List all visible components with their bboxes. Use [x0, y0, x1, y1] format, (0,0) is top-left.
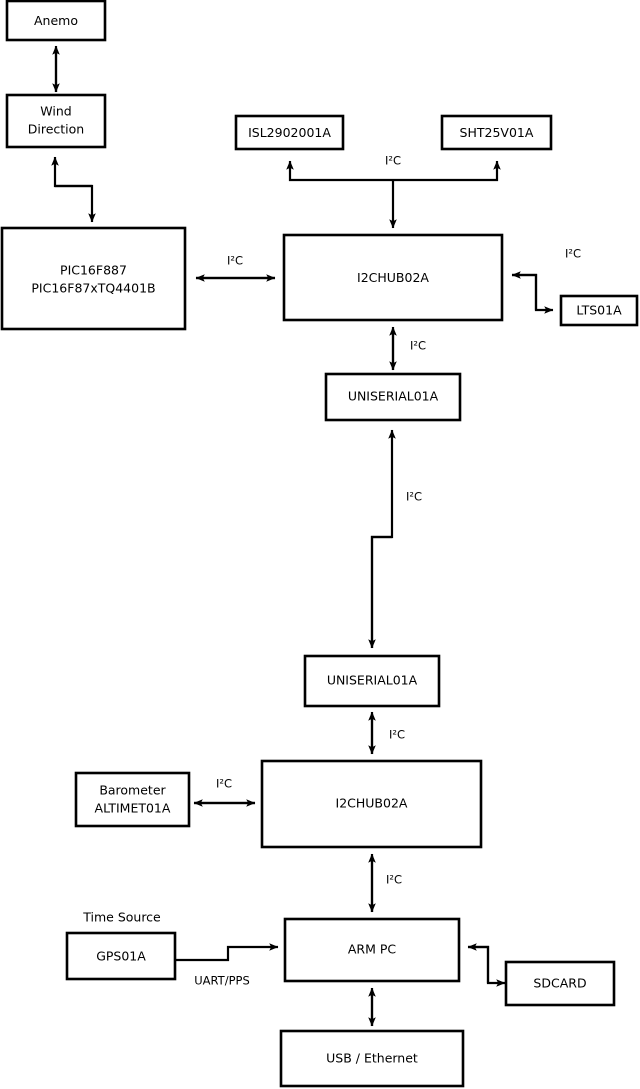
edge-label-i2c-arm: I²C — [386, 873, 402, 887]
node-anemo-box[interactable] — [5, 0, 107, 42]
node-lts01a-box[interactable] — [559, 294, 639, 327]
node-arm-pc-box[interactable] — [283, 917, 461, 983]
node-sdcard[interactable]: SDCARD — [504, 960, 616, 1007]
node-gps01a-label: GPS01A — [96, 949, 146, 964]
node-pic-mcu-box[interactable] — [0, 226, 187, 331]
node-sht25v01a-label: SHT25V01A — [460, 125, 534, 140]
node-isl2902001a-box[interactable] — [234, 114, 345, 151]
edge-label-i2c-uni-hub: I²C — [389, 728, 405, 742]
edge-label-i2c-lts: I²C — [565, 247, 581, 261]
node-uniserial01a-bottom[interactable]: UNISERIAL01A — [303, 654, 441, 708]
node-barometer-label-line2: ALTIMET01A — [95, 801, 171, 816]
node-wind-direction[interactable]: Wind Direction — [5, 93, 107, 149]
edge-label-i2c-sensors: I²C — [385, 154, 401, 168]
node-sht25v01a-box[interactable] — [440, 114, 553, 151]
node-i2chub02a-top[interactable]: I2CHUB02A — [282, 233, 504, 322]
node-i2chub02a-bottom-box[interactable] — [260, 759, 483, 849]
edge-label-i2c-baro: I²C — [216, 777, 232, 791]
edge-label-i2c-hub-uni: I²C — [410, 339, 426, 353]
node-wind-direction-box[interactable] — [5, 93, 107, 149]
node-arm-pc[interactable]: ARM PC — [283, 917, 461, 983]
node-uniserial01a-bottom-label: UNISERIAL01A — [327, 673, 418, 688]
node-pic-mcu-label-line2: PIC16F87xTQ4401B — [31, 281, 155, 296]
edge-label-i2c-link: I²C — [406, 490, 422, 504]
node-uniserial01a-top[interactable]: UNISERIAL01A — [324, 372, 462, 422]
node-barometer-label-line1: Barometer — [99, 783, 166, 798]
node-uniserial01a-bottom-box[interactable] — [303, 654, 441, 708]
node-i2chub02a-top-box[interactable] — [282, 233, 504, 322]
node-lts01a-label: LTS01A — [576, 303, 622, 318]
node-i2chub02a-bottom-label: I2CHUB02A — [336, 796, 408, 811]
node-usb-ethernet[interactable]: USB / Ethernet — [279, 1029, 465, 1088]
node-i2chub02a-top-label: I2CHUB02A — [357, 270, 429, 285]
node-barometer-altimet01a[interactable]: Barometer ALTIMET01A — [74, 771, 191, 828]
node-sdcard-box[interactable] — [504, 960, 616, 1007]
edge-label-uart-pps: UART/PPS — [194, 974, 250, 988]
label-time-source: Time Source — [82, 910, 161, 925]
node-pic-mcu[interactable]: PIC16F887 PIC16F87xTQ4401B — [0, 226, 187, 331]
node-barometer-altimet01a-box[interactable] — [74, 771, 191, 828]
node-usb-ethernet-label: USB / Ethernet — [326, 1051, 418, 1066]
node-isl2902001a-label: ISL2902001A — [248, 125, 331, 140]
node-uniserial01a-top-label: UNISERIAL01A — [348, 389, 439, 404]
node-isl2902001a[interactable]: ISL2902001A — [234, 114, 345, 151]
node-wind-direction-label-line2: Direction — [28, 122, 84, 137]
node-arm-pc-label: ARM PC — [348, 942, 397, 957]
connector-uni-top-uni-bot — [368, 429, 396, 649]
connector-pic-wind — [51, 156, 96, 223]
node-lts01a[interactable]: LTS01A — [559, 294, 639, 327]
node-anemo[interactable]: Anemo — [5, 0, 107, 42]
connector-gps-armpc — [175, 943, 279, 962]
connector-sensors-hub-top — [286, 160, 501, 229]
node-anemo-label: Anemo — [34, 13, 78, 28]
node-pic-mcu-label-line1: PIC16F887 — [60, 263, 127, 278]
node-usb-ethernet-box[interactable] — [279, 1029, 465, 1088]
node-uniserial01a-top-box[interactable] — [324, 372, 462, 422]
edge-label-i2c-pic: I²C — [227, 254, 243, 268]
node-wind-direction-label-line1: Wind — [40, 104, 71, 119]
node-i2chub02a-bottom[interactable]: I2CHUB02A — [260, 759, 483, 849]
connector-armpc-sdcard — [467, 943, 506, 987]
node-gps01a[interactable]: GPS01A — [65, 931, 177, 981]
node-gps01a-box[interactable] — [65, 931, 177, 981]
connector-hub-lts — [511, 271, 554, 314]
node-sdcard-label: SDCARD — [533, 976, 586, 991]
node-sht25v01a[interactable]: SHT25V01A — [440, 114, 553, 151]
